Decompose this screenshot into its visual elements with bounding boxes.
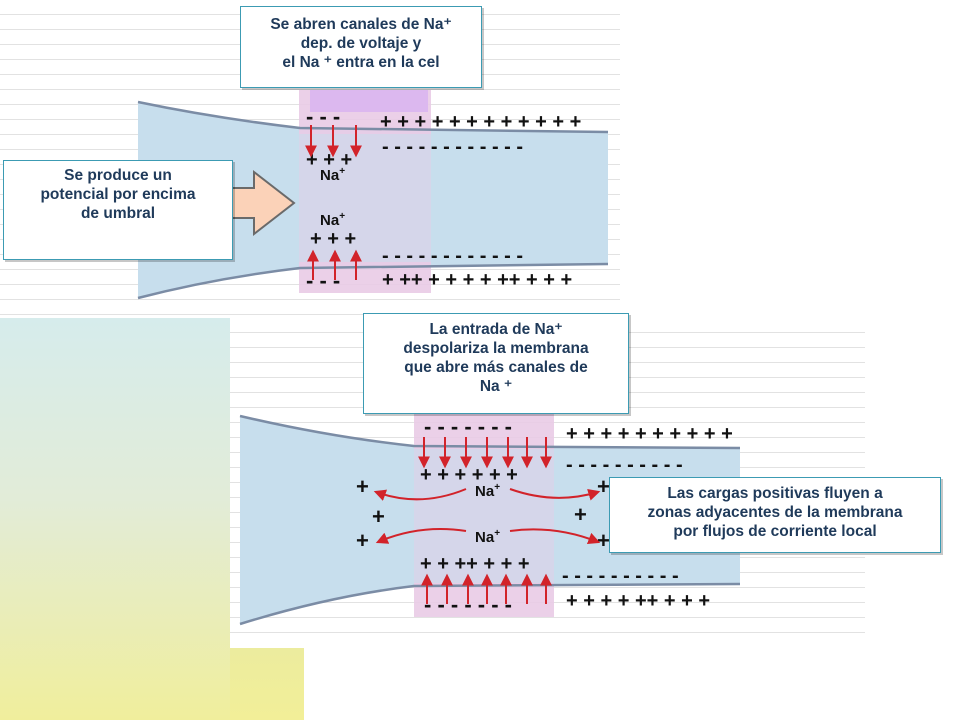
bottom-membrane-upper xyxy=(239,414,741,450)
callout-line: por flujos de corriente local xyxy=(673,523,877,540)
bottom-side-plus-right-2: + xyxy=(574,502,587,527)
bottom-upper-outer-rest-charges: + + + + + + + + + + xyxy=(566,423,733,445)
callout-line: despolariza la membrana xyxy=(403,340,589,357)
callout-line: que abre más canales de xyxy=(404,359,588,376)
bottom-na-influx-arrows-lower xyxy=(421,573,552,604)
top-membrane-lower xyxy=(137,262,609,300)
stimulus-arrow xyxy=(231,169,296,237)
bottom-membrane-lower xyxy=(239,582,741,626)
callout-line: Las cargas positivas fluyen a xyxy=(667,485,883,502)
callout-line: dep. de voltaje y xyxy=(300,35,422,52)
top-na-influx-arrows-upper xyxy=(305,125,362,158)
callout-local-current: Las cargas positivas fluyen a zonas adya… xyxy=(609,477,941,553)
local-current-arrows xyxy=(373,488,601,545)
top-upper-inner-rest-charges: - - - - - - - - - - - - xyxy=(382,136,523,158)
bottom-na-label-lower: Na+ xyxy=(475,528,500,546)
callout-threshold-potential: Se produce un potencial por encima de um… xyxy=(3,160,233,260)
callout-depolarization: La entrada de Na⁺ despolariza la membran… xyxy=(363,313,629,414)
bottom-side-plus-left-3: + xyxy=(356,528,369,553)
bottom-side-plus-left-2: + xyxy=(372,504,385,529)
bottom-na-label-upper: Na+ xyxy=(475,482,500,500)
top-upper-outer-rest-charges: + + + + + + + + + + + + xyxy=(380,111,581,133)
callout-na-channels-open: Se abren canales de Na⁺ dep. de voltaje … xyxy=(240,6,482,88)
bottom-lower-inner-rest-charges: - - - - - - - - - - xyxy=(562,565,679,587)
bottom-na-influx-arrows-upper xyxy=(418,437,552,469)
gradient-panel xyxy=(0,318,230,720)
callout-line: de umbral xyxy=(80,205,156,222)
callout-line: potencial por encima xyxy=(40,186,196,203)
callout-line: Na ⁺ xyxy=(479,378,513,395)
bottom-upper-outer-zone-charges: - - - - - - - xyxy=(424,414,512,439)
top-na-label-upper: Na+ xyxy=(320,166,345,184)
top-upper-outer-zone-charges: - - - xyxy=(306,104,340,129)
bottom-lower-outer-rest-charges: + + + + ++ + + + xyxy=(566,590,710,612)
bottom-side-plus-left-1: + xyxy=(356,474,369,499)
bottom-zone-core xyxy=(414,449,554,583)
top-zone-highlight xyxy=(310,90,428,112)
top-membrane-upper xyxy=(137,100,609,134)
callout-line: Se abren canales de Na⁺ xyxy=(270,16,452,33)
top-lower-inner-rest-charges: - - - - - - - - - - - - xyxy=(382,245,523,267)
callout-line: zonas adyacentes de la membrana xyxy=(647,504,903,521)
bottom-upper-inner-rest-charges: - - - - - - - - - - xyxy=(566,454,683,476)
callout-line: Se produce un xyxy=(64,167,172,184)
bottom-side-plus-right-3: + xyxy=(597,528,610,553)
bottom-upper-inner-zone-charges: + + + + + + xyxy=(420,464,518,486)
top-zone-core xyxy=(299,134,431,262)
top-axon: - - - + + + + + + + + + + + + + + + - - … xyxy=(137,90,609,300)
top-lower-outer-rest-charges: + ++ + + + + ++ + + + xyxy=(382,269,572,291)
callout-line: el Na ⁺ entra en la cel xyxy=(282,54,440,71)
top-lower-inner-zone-charges: + + + xyxy=(310,228,356,250)
top-na-label-lower: Na+ xyxy=(320,211,345,229)
top-upper-inner-zone-charges: + + + xyxy=(306,149,352,171)
bottom-side-plus-right-1: + xyxy=(597,474,610,499)
bottom-lower-inner-zone-charges: + + ++ + + + xyxy=(420,553,530,575)
callout-line: La entrada de Na⁺ xyxy=(429,321,563,338)
top-na-influx-arrows-lower xyxy=(307,249,362,280)
bottom-axon: - - - - - - - + + + + + + + + + + + + + … xyxy=(239,413,741,626)
gradient-panel-tail xyxy=(230,648,304,720)
